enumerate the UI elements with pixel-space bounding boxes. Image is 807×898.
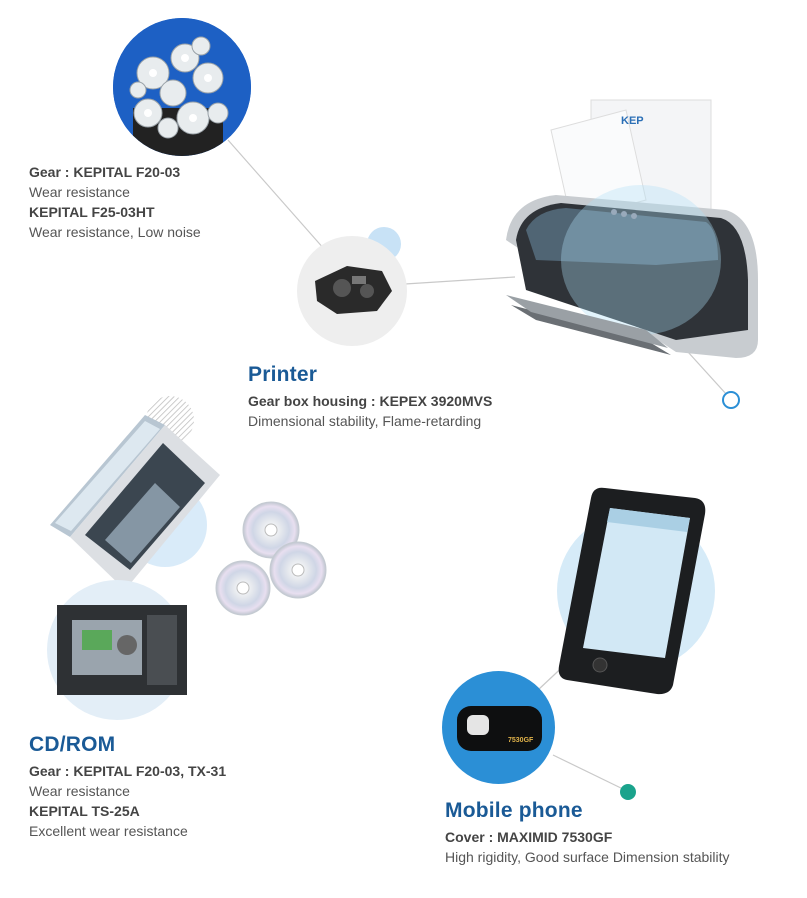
disc-icon <box>215 501 327 616</box>
cdrom-title: CD/ROM <box>29 733 116 756</box>
printer-housing-circle <box>297 236 407 346</box>
cd-discs <box>213 500 333 620</box>
printer-ring-marker <box>722 391 740 409</box>
gears-icon <box>113 18 251 156</box>
mobile-info: Mobile phone Cover : MAXIMID 7530GF High… <box>445 799 785 867</box>
printer-title: Printer <box>248 363 318 386</box>
gearbox-housing-icon <box>315 266 392 314</box>
mobile-title: Mobile phone <box>445 799 583 822</box>
printer-housing-connector-line <box>404 276 516 285</box>
cdrom-drive-circle <box>47 580 187 720</box>
mobile-material: Cover : MAXIMID 7530GF <box>445 829 613 845</box>
cdrom-material-1: Gear : KEPITAL F20-03, TX-31 <box>29 763 227 779</box>
gear-property-1: Wear resistance <box>29 184 130 200</box>
printer-material: Gear box housing : KEPEX 3920MVS <box>248 393 493 409</box>
cdrom-material-2: KEPITAL TS-25A <box>29 803 140 819</box>
smartphone-icon <box>558 487 706 695</box>
optical-drive-icon <box>57 605 187 695</box>
mobile-dot-connector-line <box>552 754 626 791</box>
laptop-icon <box>50 396 220 590</box>
printer-image: KEP <box>496 90 766 365</box>
printer-property: Dimensional stability, Flame-retarding <box>248 413 482 429</box>
gear-connector-line <box>227 139 326 251</box>
printer-info: Printer Gear box housing : KEPEX 3920MVS… <box>248 363 568 431</box>
mobile-cover-circle: 7530GF <box>442 671 555 784</box>
printer-paper-brand: KEP <box>621 115 644 127</box>
printer-dot-connector-line <box>687 351 728 396</box>
gear-material-1: Gear : KEPITAL F20-03 <box>29 164 181 180</box>
gear-material-2: KEPITAL F25-03HT <box>29 204 155 220</box>
mobile-teal-dot <box>620 784 636 800</box>
laptop-image <box>45 395 245 595</box>
cdrom-info: CD/ROM Gear : KEPITAL F20-03, TX-31 Wear… <box>29 733 329 841</box>
gear-property-2: Wear resistance, Low noise <box>29 224 201 240</box>
gear-photo-circle <box>113 18 251 156</box>
phone-cover-label: 7530GF <box>508 737 534 744</box>
mobile-property: High rigidity, Good surface Dimension st… <box>445 849 730 865</box>
printer-icon <box>506 99 758 358</box>
gear-info: Gear : KEPITAL F20-03 Wear resistance KE… <box>29 162 289 242</box>
cdrom-property-1: Wear resistance <box>29 783 130 799</box>
phone-image <box>555 480 715 700</box>
cdrom-property-2: Excellent wear resistance <box>29 823 188 839</box>
phone-cover-icon <box>457 706 542 751</box>
